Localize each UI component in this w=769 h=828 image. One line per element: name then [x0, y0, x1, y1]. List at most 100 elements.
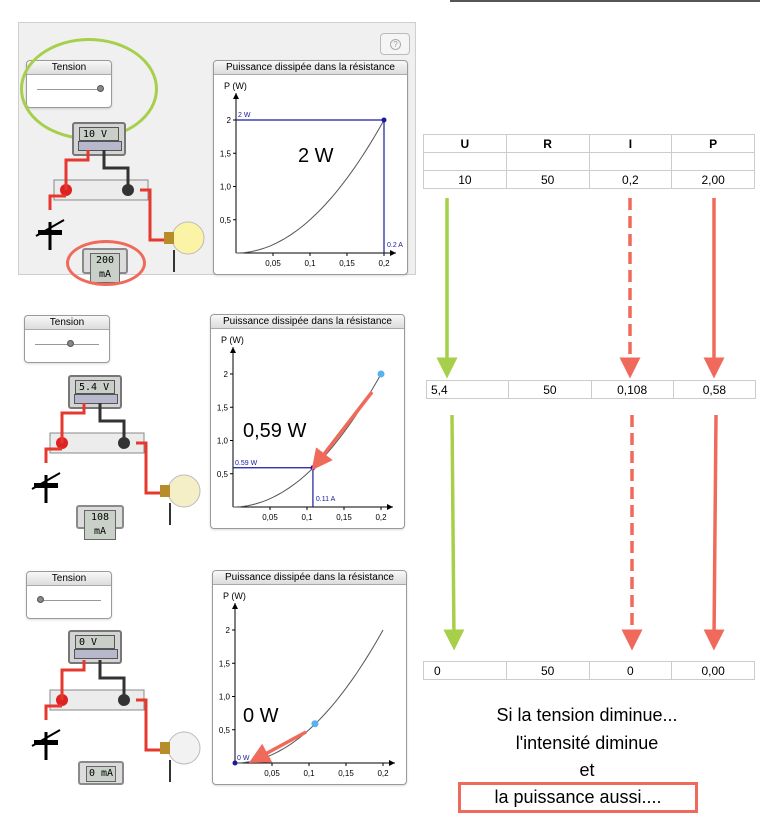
wire [136, 698, 161, 752]
power-curve [235, 119, 385, 254]
x-tick-label: 0,15 [336, 513, 352, 522]
bulb-icon [171, 221, 205, 255]
table-blank-row [423, 152, 755, 171]
cell-u: 5,4 [425, 380, 510, 399]
x-tick-label: 0,1 [303, 769, 315, 778]
tension-title: Tension [27, 572, 111, 586]
tension-title: Tension [25, 316, 109, 330]
bulb-base [160, 485, 170, 497]
chart-title: Puissance dissipée dans la résistance [213, 571, 406, 585]
x-tick-label: 0,15 [339, 259, 355, 268]
y-tick-label: 1,5 [220, 149, 232, 158]
y-tick-label: 0,5 [219, 726, 231, 735]
marker-p-label: 0.59 W [235, 460, 258, 467]
y-axis-arrow [230, 347, 236, 353]
x-tick-label: 0,2 [377, 769, 389, 778]
bulb-icon [167, 474, 201, 508]
values-table: U R I P 10 50 0,2 2,00 [423, 134, 755, 189]
x-axis-arrow [387, 504, 393, 510]
y-tick-label: 1,0 [220, 183, 232, 192]
slider-knob[interactable] [67, 340, 75, 347]
wire [98, 403, 126, 443]
voltmeter-1: 10 V [72, 122, 126, 156]
battery [38, 230, 62, 235]
power-label-2: 0,59 W [243, 420, 307, 442]
summary-line-4: la puissance aussi.... [494, 787, 662, 807]
power-label-1: 2 W [298, 145, 334, 167]
cell-r: 50 [505, 170, 590, 189]
help-icon: ? [390, 39, 401, 50]
y-axis-label: P (W) [223, 591, 246, 601]
x-axis-arrow [390, 250, 396, 256]
table-header-row: U R I P [423, 134, 755, 153]
y-tick-label: 0,5 [220, 216, 232, 225]
tension-slider-3[interactable]: Tension [26, 571, 112, 619]
y-tick-label: 1,5 [217, 403, 229, 412]
operating-point [381, 117, 387, 123]
wire [140, 188, 165, 242]
table-row: 10 50 0,2 2,00 [423, 170, 755, 189]
chart-2: Puissance dissipée dans la résistance P … [210, 314, 405, 529]
wire [44, 704, 62, 720]
wire [98, 660, 126, 700]
cell-u: 0 [423, 661, 507, 680]
wire [60, 660, 86, 700]
cell-p: 0,58 [672, 380, 757, 399]
summary-line-1: Si la tension diminue... [496, 705, 678, 725]
y-tick-label: 0,5 [217, 470, 229, 479]
summary-line-4-box: la puissance aussi.... [458, 782, 698, 813]
x-axis-arrow [389, 760, 395, 766]
power-curve [234, 629, 384, 764]
x-tick-label: 0,1 [301, 513, 313, 522]
x-tick-label: 0,15 [338, 769, 354, 778]
cell-i: 0 [588, 661, 673, 680]
wire [60, 403, 86, 443]
slider-knob[interactable] [37, 596, 44, 603]
chart-title: Puissance dissipée dans la résistance [214, 61, 407, 75]
cell-r: 50 [505, 661, 590, 680]
wire [48, 194, 66, 210]
help-button[interactable]: ? [380, 33, 410, 55]
previous-point [377, 370, 385, 378]
marker-p-label: 0 W [237, 755, 250, 762]
y-axis-label: P (W) [221, 335, 244, 345]
bulb-base [160, 742, 170, 754]
chart-1: Puissance dissipée dans la résistance P … [213, 60, 408, 275]
ammeter-display: 108 mA [84, 510, 116, 540]
ammeter-2: 108 mA [76, 505, 124, 540]
circuit [35, 150, 205, 272]
voltmeter-2: 5.4 V [68, 375, 122, 409]
x-tick-label: 0,1 [304, 259, 316, 268]
wire [64, 150, 90, 190]
cell-i: 0,108 [590, 380, 674, 399]
col-header: P [671, 134, 755, 153]
wire [136, 441, 161, 495]
voltmeter-display: 0 V [75, 635, 115, 649]
table-row: 5,4 50 0,108 0,58 [425, 380, 757, 399]
voltmeter-display: 5.4 V [75, 380, 115, 394]
tension-slider-2[interactable]: Tension [24, 315, 110, 363]
y-axis-label: P (W) [224, 81, 247, 91]
voltmeter-3: 0 V [68, 630, 122, 664]
battery [34, 740, 58, 745]
x-tick-label: 0,05 [262, 513, 278, 522]
cell-i: 0,2 [588, 170, 673, 189]
y-tick-label: 2 [226, 626, 231, 635]
y-tick-label: 1,5 [219, 659, 231, 668]
ammeter-3: 0 mA [78, 761, 124, 785]
circuit [31, 660, 201, 782]
cell-p: 2,00 [671, 170, 755, 189]
col-header: I [588, 134, 673, 153]
cell-r: 50 [508, 380, 592, 399]
bulb-icon [167, 731, 201, 765]
marker-p-label: 2 W [238, 112, 251, 119]
chart-title: Puissance dissipée dans la résistance [211, 315, 404, 329]
circuit [31, 403, 201, 525]
bulb-base [164, 232, 174, 244]
marker-i-label: 0.2 A [387, 242, 403, 249]
summary-line-3: et [579, 760, 595, 780]
voltmeter-display: 10 V [79, 127, 119, 141]
operating-point [310, 465, 316, 471]
